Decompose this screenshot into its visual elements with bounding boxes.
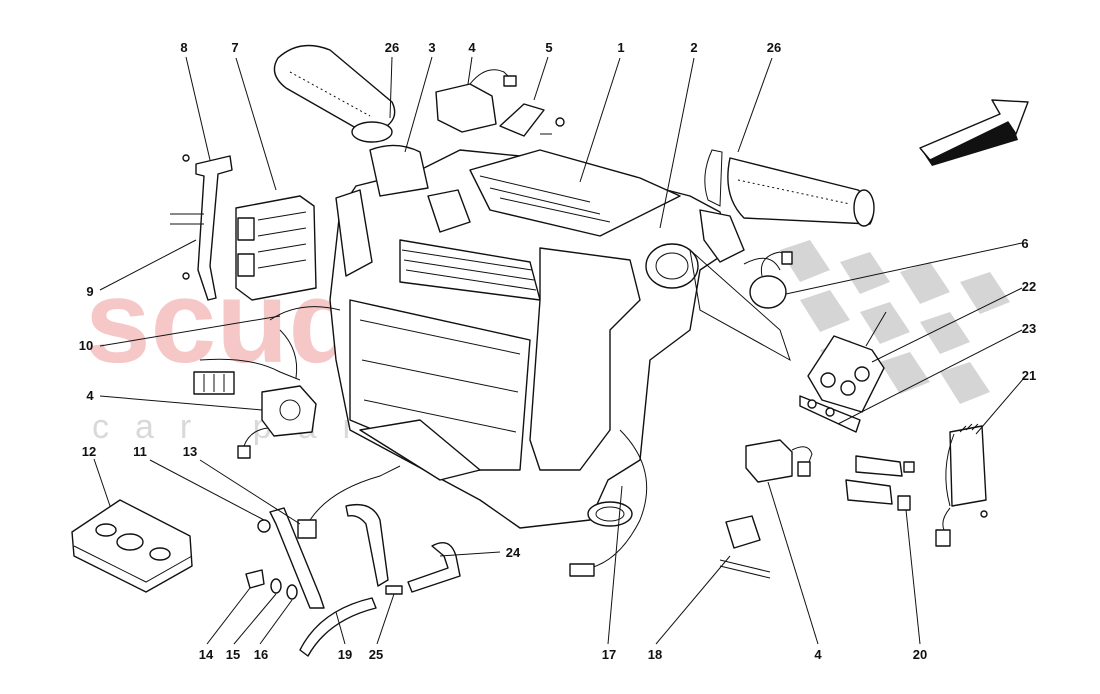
- callout-13: 13: [183, 444, 197, 459]
- callout-2: 2: [690, 40, 697, 55]
- callout-25: 25: [369, 647, 383, 662]
- actuator-4-top: [435, 69, 517, 133]
- washer-15: [270, 578, 282, 594]
- bracket-5: [499, 103, 565, 137]
- relay-18: [719, 515, 771, 579]
- callout-10: 10: [79, 338, 93, 353]
- wiring-harness-10: [193, 306, 341, 395]
- callout-6: 6: [1021, 236, 1028, 251]
- callout-4: 4: [86, 388, 94, 403]
- callout-3: 3: [428, 40, 435, 55]
- callout-23: 23: [1022, 321, 1036, 336]
- leader-lines: [93, 56, 1025, 645]
- sensor-3: [427, 189, 471, 233]
- callout-22: 22: [1022, 279, 1036, 294]
- bracket-11: [257, 507, 325, 609]
- callout-26: 26: [385, 40, 399, 55]
- callout-1: 1: [617, 40, 624, 55]
- callout-labels: 8 7 26 3 4 5 1 2 26 6 22 23 21 9 10 4 12…: [79, 40, 1036, 662]
- connector-13: [297, 465, 401, 539]
- washer-16: [286, 584, 298, 600]
- callout-12: 12: [82, 444, 96, 459]
- drain-hose-24: [407, 542, 461, 593]
- control-module-7: [235, 195, 317, 301]
- callout-21: 21: [1022, 368, 1036, 383]
- callout-15: 15: [226, 647, 240, 662]
- drain-hose-19: [299, 503, 389, 657]
- fitting-25: [385, 585, 403, 595]
- callout-24: 24: [506, 545, 521, 560]
- air-conditioning-unit: [329, 144, 791, 529]
- callout-4: 4: [468, 40, 476, 55]
- callout-9: 9: [86, 284, 93, 299]
- control-panel-12: [71, 499, 193, 593]
- hose-26-right: [704, 149, 875, 227]
- wiring-17: [569, 429, 648, 577]
- callout-26: 26: [767, 40, 781, 55]
- callout-18: 18: [648, 647, 662, 662]
- fuse-holder-20: [845, 455, 915, 511]
- motor-22: [807, 311, 887, 413]
- callout-20: 20: [913, 647, 927, 662]
- callout-16: 16: [254, 647, 268, 662]
- callout-19: 19: [338, 647, 352, 662]
- callout-8: 8: [180, 40, 187, 55]
- callout-17: 17: [602, 647, 616, 662]
- actuator-4-left: [237, 385, 317, 459]
- hose-26-left: [273, 44, 396, 143]
- callout-4: 4: [814, 647, 822, 662]
- screw-14: [245, 569, 265, 589]
- motor-6: [749, 251, 793, 309]
- callout-7: 7: [231, 40, 238, 55]
- direction-arrow-icon: [919, 99, 1029, 166]
- bracket-8-9: [170, 154, 233, 301]
- callout-14: 14: [199, 647, 214, 662]
- callout-11: 11: [133, 444, 147, 459]
- actuator-4-right: [745, 439, 813, 483]
- bracket-23: [799, 395, 861, 433]
- control-unit-21: [935, 423, 988, 547]
- callout-5: 5: [545, 40, 552, 55]
